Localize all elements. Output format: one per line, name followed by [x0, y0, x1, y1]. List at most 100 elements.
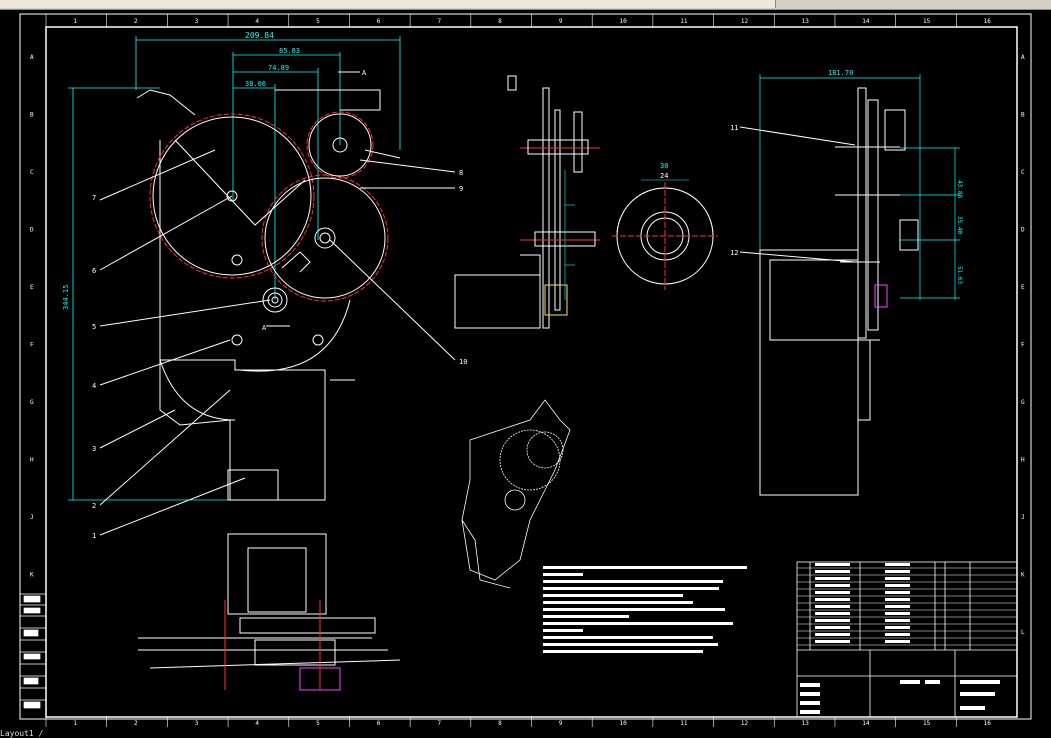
section-dim-top2: 30 — [660, 162, 668, 170]
border-column-label: 14 — [862, 720, 870, 727]
inner-frame — [45, 26, 1018, 718]
border-column-label: 5 — [316, 720, 320, 727]
leader-label-2: 2 — [92, 502, 96, 510]
bom-cell-fill — [885, 577, 910, 580]
border-column-label: 2 — [134, 720, 138, 727]
bom-cell-fill — [885, 612, 910, 615]
bom-cell-fill — [815, 584, 850, 587]
border-column-label: 15 — [923, 18, 931, 25]
leader-label-9: 9 — [459, 185, 463, 193]
border-column-label: 5 — [316, 18, 320, 25]
border-column-label: 15 — [923, 720, 931, 727]
border-column-label: 16 — [984, 720, 992, 727]
bom-cell-fill — [815, 640, 850, 643]
border-row-label: E — [30, 284, 34, 291]
border-column-label: 9 — [559, 720, 563, 727]
right-side-view — [739, 74, 960, 496]
side-dim-v1: 43.88 — [956, 180, 963, 198]
border-row-label: C — [30, 169, 34, 176]
border-column-label: 1 — [73, 720, 77, 727]
side-dim-v3: 51.63 — [956, 266, 963, 284]
section-dim-top: 24 — [660, 172, 668, 180]
border-column-label: 14 — [862, 18, 870, 25]
border-column-label: 8 — [498, 18, 502, 25]
bom-cell-fill — [885, 626, 910, 629]
side-dim-v2: 35.40 — [956, 216, 963, 234]
dim-2: 85.83 — [279, 47, 300, 55]
bom-cell-fill — [885, 598, 910, 601]
border-column-label: 16 — [984, 18, 992, 25]
leader-label-10: 10 — [459, 358, 467, 366]
border-column-label: 8 — [498, 720, 502, 727]
bom-cell-fill — [815, 605, 850, 608]
border-column-label: 13 — [802, 720, 810, 727]
dim-height: 344.15 — [62, 285, 70, 310]
border-row-marks: AABBCCDDEEFFGGHHJJKKLL — [30, 54, 1025, 636]
leader-label-8: 8 — [459, 169, 463, 177]
border-column-label: 10 — [620, 18, 628, 25]
bom-cell-fill — [885, 633, 910, 636]
border-row-label: E — [1021, 284, 1025, 291]
border-column-label: 11 — [680, 18, 688, 25]
toolbar-strip — [0, 0, 1051, 10]
border-row-label: F — [30, 342, 34, 349]
border-row-label: B — [30, 111, 34, 118]
front-leader-labels: 8 9 10 7 6 5 4 3 2 1 — [92, 169, 467, 540]
border-column-label: 2 — [134, 18, 138, 25]
bom-cell-fill — [885, 640, 910, 643]
border-column-label: 13 — [802, 18, 810, 25]
border-row-label: L — [1021, 629, 1025, 636]
bom-cell-fill — [815, 563, 850, 566]
border-column-label: 7 — [437, 18, 441, 25]
front-view: 209.84 85.83 74.89 38.06 344.15 — [62, 31, 456, 536]
bom-cell-fill — [815, 619, 850, 622]
bom-cell-fill — [815, 577, 850, 580]
border-column-label: 4 — [255, 18, 259, 25]
border-row-label: G — [1021, 399, 1025, 406]
dim-3: 74.89 — [268, 64, 289, 72]
border-column-label: 11 — [680, 720, 688, 727]
border-column-label: 1 — [73, 18, 77, 25]
border-row-label: C — [1021, 169, 1025, 176]
border-row-label: K — [1021, 572, 1025, 579]
bom-cell-fill — [815, 598, 850, 601]
border-column-label: 12 — [741, 18, 749, 25]
dim-overall-width: 209.84 — [245, 31, 274, 40]
border-column-label: 6 — [377, 18, 381, 25]
bom-cell-fill — [885, 619, 910, 622]
statusbar: Layout1 / — [0, 729, 1051, 738]
border-row-label: H — [30, 457, 34, 464]
border-row-label: K — [30, 572, 34, 579]
border-column-label: 7 — [437, 720, 441, 727]
bom-cell-fill — [815, 626, 850, 629]
leader-label-1: 1 — [92, 532, 96, 540]
section-arrow-label: A — [362, 69, 367, 77]
title-block — [796, 561, 1018, 718]
bom-cell-fill — [815, 591, 850, 594]
border-column-label: 9 — [559, 18, 563, 25]
border-row-label: J — [30, 514, 34, 521]
border-row-label: J — [1021, 514, 1025, 521]
toolbar-tab[interactable] — [650, 0, 776, 8]
middle-side-view — [454, 75, 600, 329]
border-row-label: H — [1021, 457, 1025, 464]
border-row-label: A — [1021, 54, 1025, 61]
border-row-label: G — [30, 399, 34, 406]
border-row-label: D — [1021, 226, 1025, 233]
border-row-label: F — [1021, 342, 1025, 349]
border-column-label: 3 — [195, 18, 199, 25]
bom-cell-fill — [885, 584, 910, 587]
leader-label-4: 4 — [92, 382, 96, 390]
isometric-view — [461, 399, 571, 589]
title-block-fills — [800, 680, 1000, 714]
technical-notes — [543, 566, 747, 653]
border-column-marks: 1122334455667788991010111112121313141415… — [45, 14, 992, 727]
bom-cell-fill — [885, 605, 910, 608]
front-dimensions — [68, 36, 401, 501]
leader-label-3: 3 — [92, 445, 96, 453]
dim-4: 38.06 — [245, 80, 266, 88]
border-row-label: D — [30, 226, 34, 233]
bom-cell-fill — [885, 591, 910, 594]
leader-label-12: 12 — [730, 249, 738, 257]
